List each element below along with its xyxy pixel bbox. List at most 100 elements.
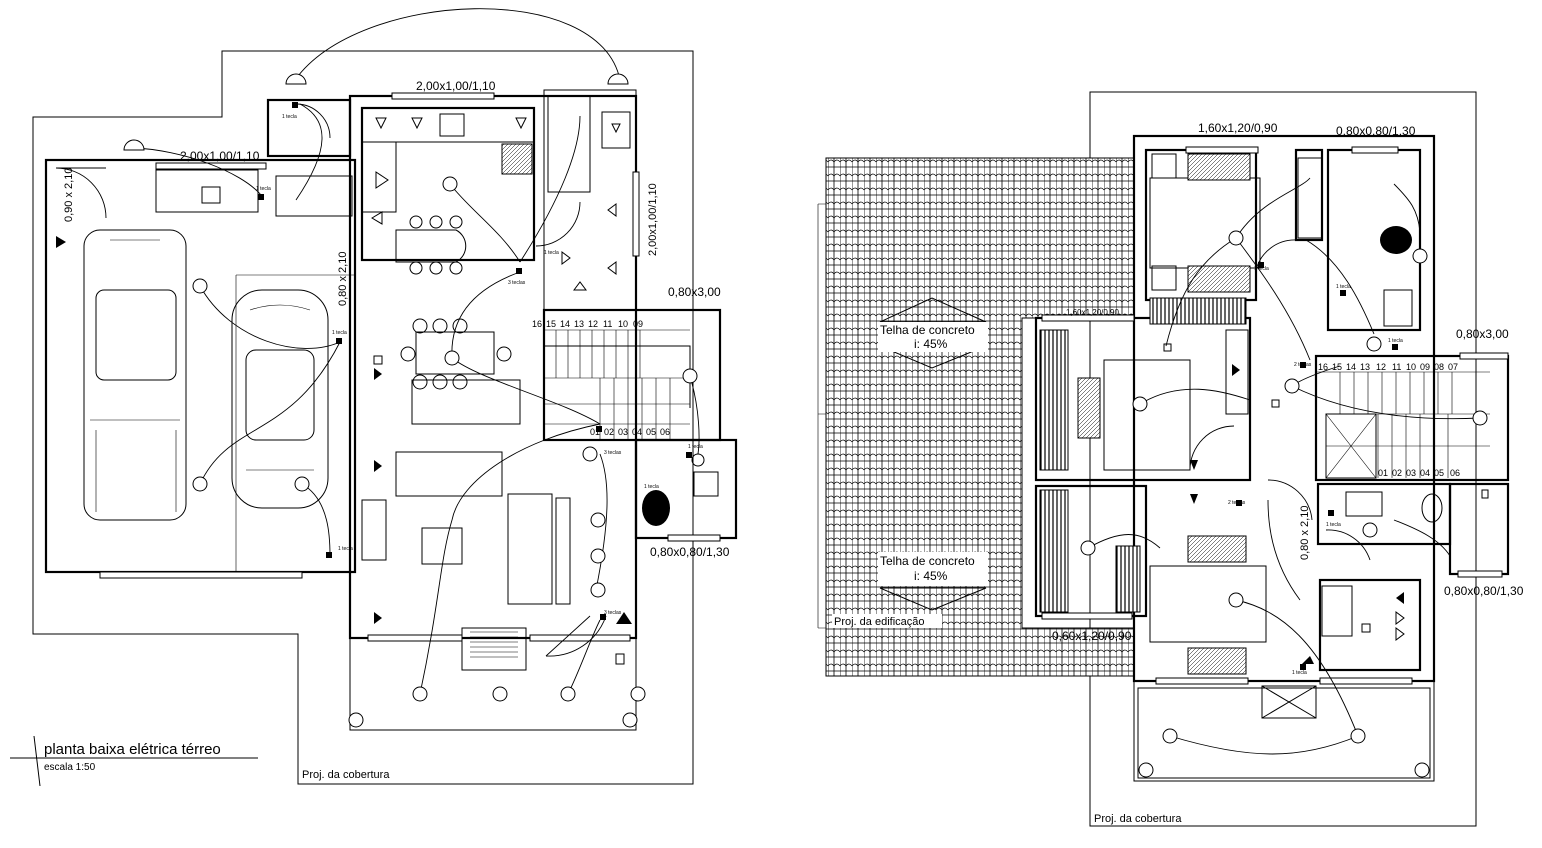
- kitchen-door: [535, 201, 581, 247]
- kitchen-counter-left: [361, 141, 397, 213]
- fridge: [601, 111, 631, 149]
- laundry-sink: [201, 186, 221, 204]
- roof-label-bg: [832, 614, 942, 628]
- roof-label-bg: [878, 322, 988, 352]
- ground-outlet-symbols: [56, 117, 632, 624]
- stair-step-label: 16: [1318, 362, 1328, 372]
- switch-label: 1 tecla: [338, 546, 353, 552]
- switch-label: 3 teclas: [604, 610, 622, 616]
- suite-wardrobe: [1149, 297, 1247, 325]
- master-pillow-top: [1187, 535, 1247, 563]
- stair-step-label: 01: [1378, 468, 1388, 478]
- kitchen-top-window-label: 2,00x1,00/1,10: [416, 79, 496, 93]
- entry-door: [545, 615, 607, 657]
- kitchen-side-window: [632, 171, 640, 257]
- suite-bed: [1149, 177, 1261, 269]
- stair-step-label: 13: [1360, 362, 1370, 372]
- stair-step-label: 16: [532, 319, 542, 329]
- kitchen-stool: [409, 261, 423, 275]
- hall-door-label: 0,80 x 2,10: [1299, 506, 1311, 560]
- dining-chair: [496, 346, 512, 362]
- stair-step-label: 06: [1450, 468, 1460, 478]
- switch-label: 1 tecla: [688, 444, 703, 450]
- dining-chair: [412, 318, 428, 334]
- bath-bottom-door: [1325, 529, 1371, 561]
- porch-steps: [461, 627, 527, 671]
- bath-bottom-walls: [1316, 482, 1452, 546]
- balcony-outline: [1133, 680, 1435, 782]
- stair-step-label: 02: [604, 427, 614, 437]
- kitchen-stool: [449, 215, 463, 229]
- dining-chair: [400, 346, 416, 362]
- switch-label: 1 tecla: [1388, 338, 1403, 344]
- stair-step-label: 06: [660, 427, 670, 437]
- stair-step-label: 09: [1420, 362, 1430, 372]
- switch-label: 1 tecla: [1292, 670, 1307, 676]
- plan-scale: escala 1:50: [44, 762, 96, 773]
- bath-bottom-window-label: 0,80x0,80/1,30: [1444, 584, 1524, 598]
- laundry-window-label: 2,00x1,00/1,10: [180, 149, 260, 163]
- suite-top-window: [1185, 146, 1259, 154]
- laundry-door: [295, 103, 331, 139]
- stair-step-label: 04: [632, 427, 642, 437]
- roof-edge-line: [817, 203, 826, 629]
- laundry-counter: [155, 169, 259, 213]
- laundry-walls: [266, 98, 352, 158]
- kitchen-counter-top: [361, 107, 535, 143]
- upper-switch-symbols: [1163, 262, 1489, 670]
- porch-step-lines: [470, 631, 518, 658]
- bedroom-mid-window-label: 1,60x1,20/0,90: [1066, 308, 1119, 317]
- stairwell-walls: [1314, 354, 1510, 482]
- bath-bottom-window: [1457, 570, 1503, 578]
- stair-step-label: 04: [1420, 468, 1430, 478]
- balcony-table-cross: [1261, 685, 1317, 719]
- kitchen-sink: [439, 113, 465, 137]
- stair-step-label: 03: [618, 427, 628, 437]
- switch-label: 1 tecla: [1336, 284, 1351, 290]
- upper-light-points: [1080, 230, 1488, 778]
- suite-window-label: 1,60x1,20/0,90: [1198, 121, 1278, 135]
- bath-top-window: [1351, 146, 1399, 154]
- stair-step-label: 12: [588, 319, 598, 329]
- ground-light-points: [123, 73, 698, 728]
- roof-label: Telha de concreto: [880, 554, 975, 568]
- tv-panel: [555, 497, 571, 605]
- toilet: [642, 490, 670, 526]
- suite-door: [1255, 239, 1297, 271]
- stair-step-label: 10: [1406, 362, 1416, 372]
- stair-step-label: 07: [1448, 362, 1458, 372]
- pantry-shelf: [547, 95, 591, 193]
- bath-shower-upper: [1297, 157, 1323, 239]
- balcony-table: [1261, 685, 1317, 719]
- bedroom-bottom-shelf: [1115, 545, 1141, 613]
- stair-step-label: 05: [646, 427, 656, 437]
- bedroom-mid-door: [1189, 425, 1235, 471]
- switch-label: 3 teclas: [604, 450, 622, 456]
- suite-pillow-top: [1187, 153, 1251, 181]
- suite-bath-walls: [1294, 148, 1324, 242]
- kitchen-stool: [449, 261, 463, 275]
- dining-chair: [452, 318, 468, 334]
- roof-label: Telha de concreto: [880, 323, 975, 337]
- suite-nightstand: [1151, 153, 1177, 179]
- kitchen-island: [395, 229, 467, 263]
- balcony-outline: [349, 637, 637, 731]
- stair-step-label: 15: [546, 319, 556, 329]
- stair-step-label: 11: [1392, 362, 1401, 372]
- bedroom-bottom-window: [1041, 612, 1133, 620]
- stair-step-label: 12: [1376, 362, 1386, 372]
- switch-label: 1 tecla: [644, 484, 659, 490]
- upper-roof-projection-outline: [1089, 91, 1477, 827]
- stair-step-label: 03: [1406, 468, 1416, 478]
- sedan-car: [231, 289, 329, 509]
- switch-label: 1 tecla: [332, 330, 347, 336]
- switch-label: 2 teclas: [1228, 500, 1246, 506]
- bedroom-mid-desk: [1077, 377, 1101, 439]
- plan-title: planta baixa elétrica térreo: [44, 741, 221, 758]
- stair-step-label: 01: [590, 427, 600, 437]
- stair-step-label: 14: [560, 319, 570, 329]
- laundry-window: [155, 162, 267, 170]
- roof-slope-label: i: 45%: [914, 569, 948, 583]
- bedroom-mid-window: [1041, 314, 1135, 322]
